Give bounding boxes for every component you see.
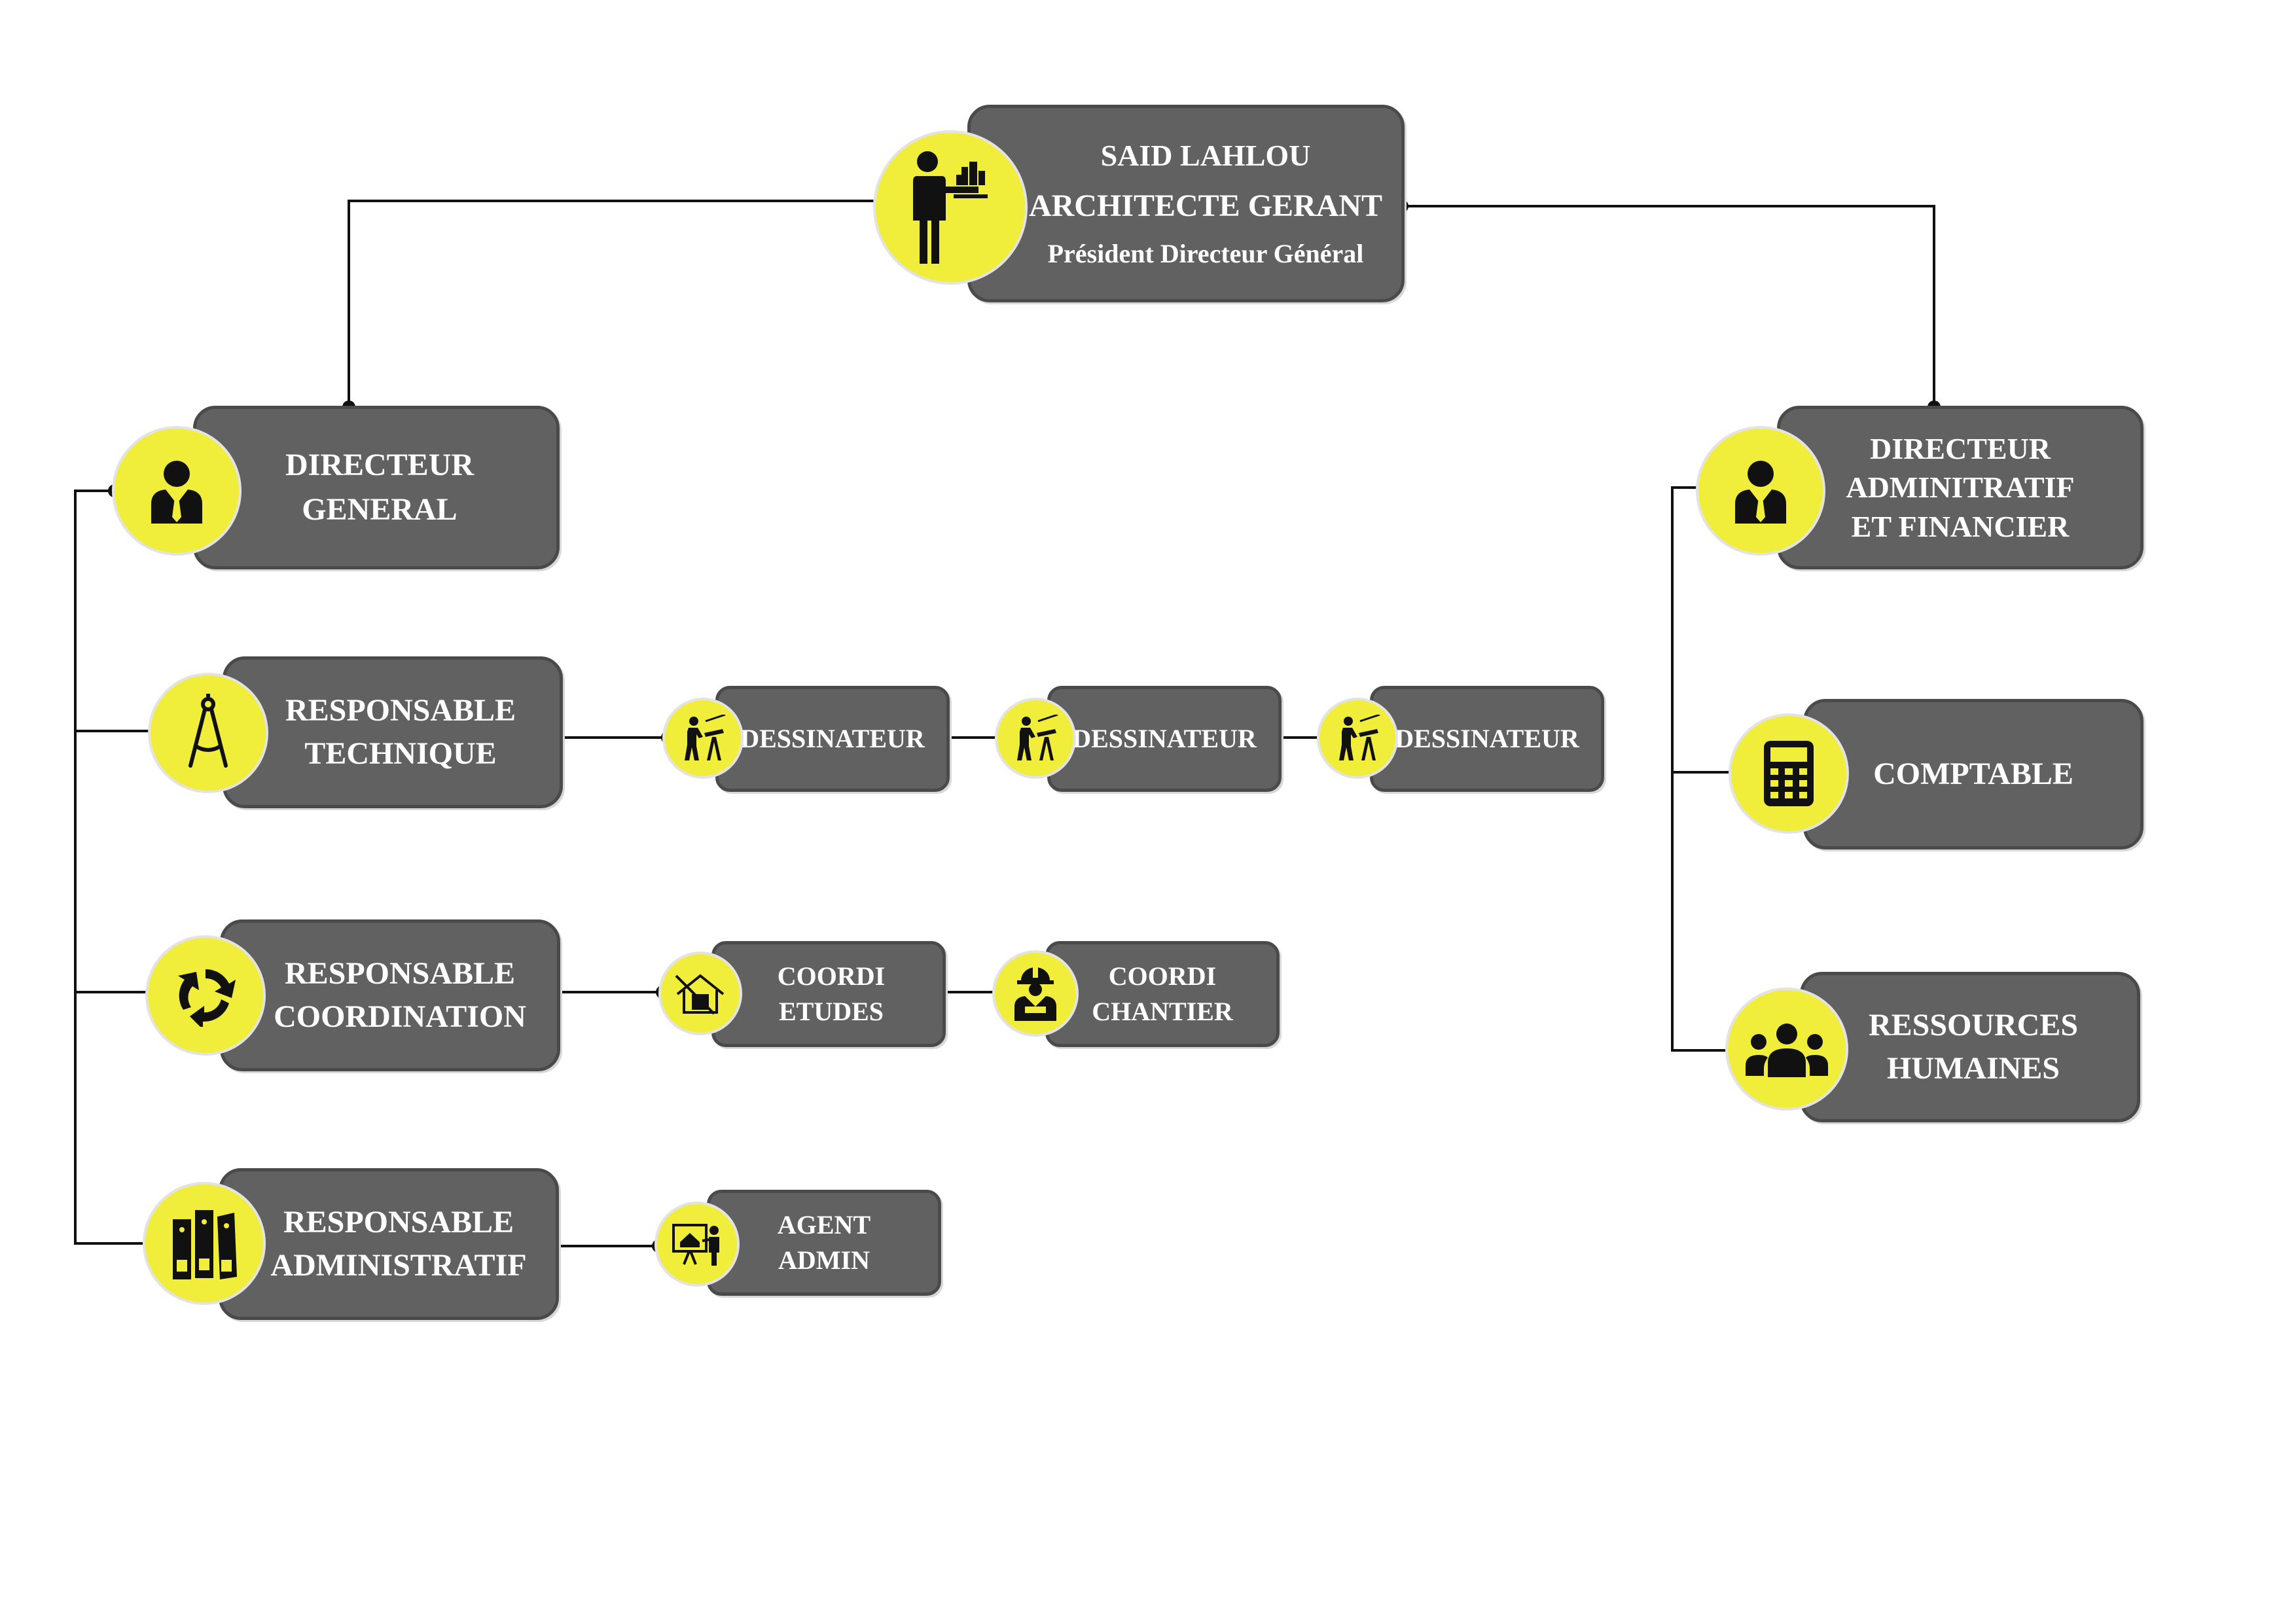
dessinateur-icon-circle-2 <box>997 700 1073 776</box>
manager-icon <box>151 461 202 524</box>
daf-box: DIRECTEUR ADMINITRATIF ET FINANCIER <box>1777 406 2144 569</box>
resp-admin-icon-circle <box>145 1185 263 1302</box>
coordi-chantier-line1: COORDI <box>1108 961 1217 991</box>
ceo-subtitle: Président Directeur Général <box>1047 238 1364 268</box>
agent-admin-icon-circle <box>657 1204 737 1284</box>
dessinateur-label-1: DESSINATEUR <box>740 724 925 753</box>
directeur-general-box: DIRECTEUR GENERAL <box>193 406 560 569</box>
house-plan-icon <box>675 974 725 1015</box>
coordi-chantier-line2: CHANTIER <box>1092 997 1233 1026</box>
recycle-arrows-icon <box>178 969 236 1027</box>
rh-line2: HUMAINES <box>1886 1051 2060 1086</box>
resp-admin-line1: RESPONSABLE <box>283 1205 514 1240</box>
rh-line1: RESSOURCES <box>1868 1008 2079 1043</box>
daf-line1: DIRECTEUR <box>1869 431 2051 465</box>
dessinateur-label-3: DESSINATEUR <box>1395 724 1579 753</box>
resp-technique-box: RESPONSABLE TECHNIQUE <box>223 656 563 808</box>
dessinateur-icon-circle-1 <box>665 700 741 776</box>
dessinateur-box-3: DESSINATEUR <box>1370 686 1604 792</box>
coordi-etudes-line2: ETUDES <box>778 997 884 1026</box>
comptable-label: COMPTABLE <box>1873 757 2073 791</box>
resp-admin-line2: ADMINISTRATIF <box>270 1248 527 1283</box>
resp-coordination-box: RESPONSABLE COORDINATION <box>220 919 560 1071</box>
dg-line1: DIRECTEUR <box>285 448 475 482</box>
agent-admin-line1: AGENT <box>777 1210 871 1240</box>
comptable-icon-circle <box>1731 716 1846 831</box>
dg-icon-circle <box>115 429 239 553</box>
dessinateur-icon-circle-3 <box>1319 700 1395 776</box>
resp-tech-icon-circle <box>151 675 266 791</box>
ressources-humaines-box: RESSOURCES HUMAINES <box>1800 972 2140 1122</box>
calculator-icon <box>1764 741 1814 806</box>
draftsman-icon <box>1017 715 1058 760</box>
binders-icon <box>173 1210 237 1279</box>
coordi-chantier-box: COORDI CHANTIER <box>1045 941 1280 1047</box>
comptable-box: COMPTABLE <box>1803 699 2144 849</box>
ceo-icon-circle <box>876 133 1025 282</box>
resp-tech-line2: TECHNIQUE <box>304 736 497 771</box>
coordi-etudes-icon-circle <box>661 954 740 1033</box>
resp-administratif-box: RESPONSABLE ADMINISTRATIF <box>219 1168 559 1320</box>
team-icon <box>1746 1024 1828 1077</box>
dessinateur-box-1: DESSINATEUR <box>715 686 950 792</box>
dg-line2: GENERAL <box>302 492 457 527</box>
construction-worker-icon <box>1014 967 1056 1021</box>
coordi-etudes-box: COORDI ETUDES <box>711 941 946 1047</box>
manager-icon <box>1735 461 1786 524</box>
draftsman-icon <box>685 715 726 760</box>
daf-icon-circle <box>1698 429 1823 553</box>
coordi-etudes-line1: COORDI <box>777 961 886 991</box>
presentation-board-icon <box>672 1224 719 1266</box>
resp-coord-line2: COORDINATION <box>274 999 526 1034</box>
ceo-name: SAID LAHLOU <box>1100 139 1311 173</box>
rh-icon-circle <box>1728 990 1846 1108</box>
dessinateur-label-2: DESSINATEUR <box>1072 724 1257 753</box>
resp-tech-line1: RESPONSABLE <box>285 693 516 728</box>
dessinateur-box-2: DESSINATEUR <box>1047 686 1282 792</box>
resp-coord-line1: RESPONSABLE <box>284 956 516 991</box>
agent-admin-box: AGENT ADMIN <box>707 1190 941 1296</box>
compass-icon <box>188 694 228 768</box>
ceo-box: SAID LAHLOU ARCHITECTE GERANT Président … <box>967 105 1405 302</box>
agent-admin-line2: ADMIN <box>778 1245 870 1275</box>
daf-line3: ET FINANCIER <box>1851 509 2070 543</box>
daf-line2: ADMINITRATIF <box>1846 471 2075 505</box>
draftsman-icon <box>1339 715 1380 760</box>
ceo-title: ARCHITECTE GERANT <box>1028 188 1383 223</box>
businessman-presenting-building-icon <box>913 151 988 264</box>
coordi-chantier-icon-circle <box>995 953 1076 1034</box>
resp-coord-icon-circle <box>148 938 263 1053</box>
